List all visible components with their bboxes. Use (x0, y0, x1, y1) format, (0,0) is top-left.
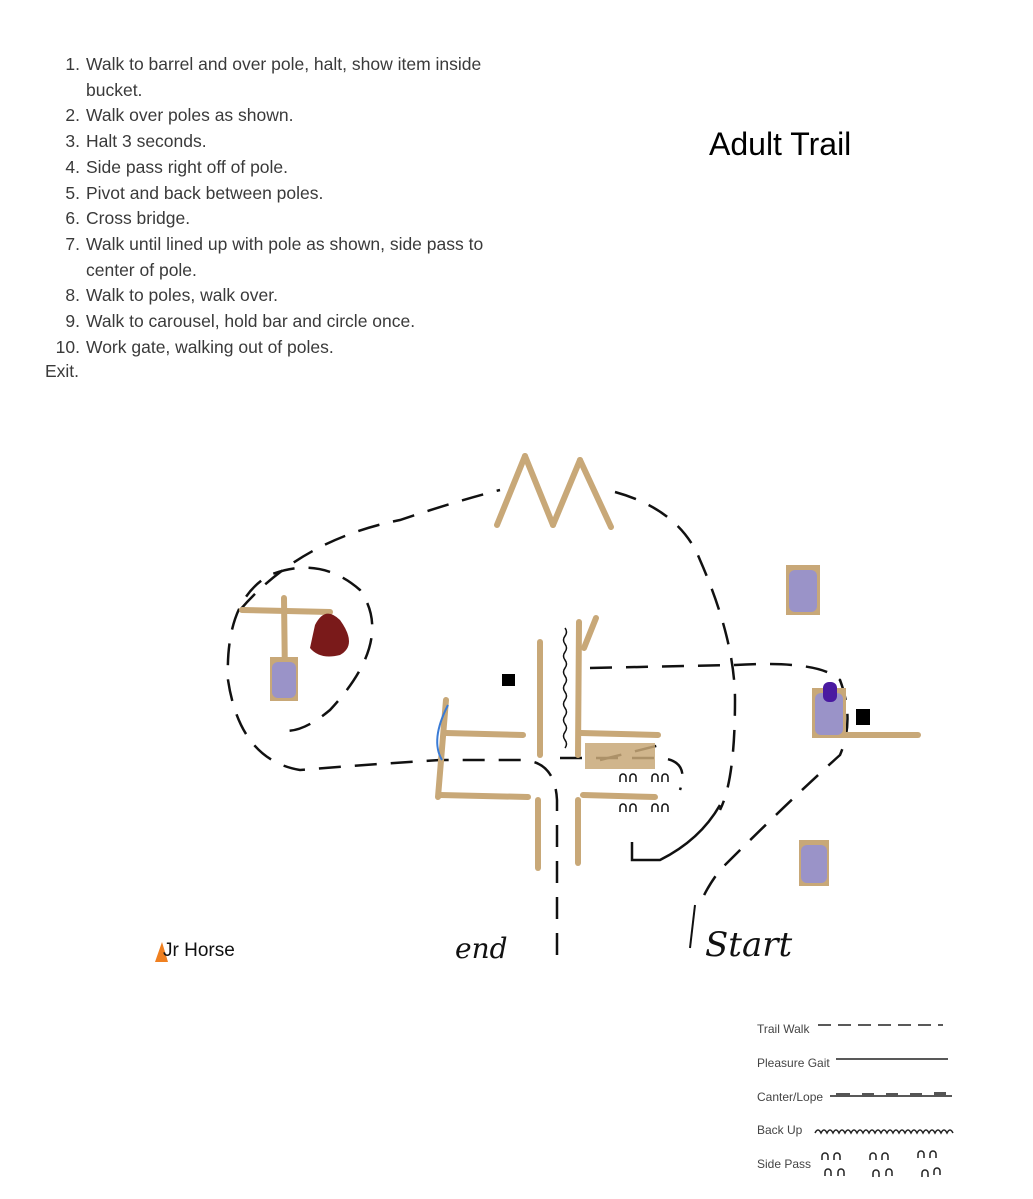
step-number: 2. (65, 105, 80, 126)
pole (435, 697, 449, 800)
step-number: 10. (55, 336, 80, 357)
step-item: 8. Walk to poles, walk over. (40, 283, 520, 309)
step-item: 2. Walk over poles as shown. (40, 103, 520, 129)
pole (437, 792, 531, 800)
legend-samples (814, 1024, 954, 1177)
jr-horse-label: Jr Horse (163, 940, 235, 961)
step-number: 3. (65, 131, 80, 152)
step-number: 5. (65, 182, 80, 203)
path-main-loop (226, 566, 559, 955)
step-item: 1. Walk to barrel and over pole, halt, sh… (40, 52, 520, 103)
step-text: Pivot and back between poles. (86, 182, 324, 203)
barrels (270, 565, 846, 886)
legend-label-pleasure-gait: Pleasure Gait (757, 1056, 830, 1070)
pole (580, 792, 658, 800)
step-item: 10. Work gate, walking out of poles. (40, 335, 520, 361)
step-item: 3. Halt 3 seconds. (40, 129, 520, 155)
path-right-loop (589, 662, 849, 906)
step-text: Walk to carousel, hold bar and circle on… (86, 311, 416, 332)
pole (522, 453, 556, 528)
step-number: 6. (65, 208, 80, 229)
legend-label-canter-lope: Canter/Lope (757, 1090, 824, 1104)
pole (577, 457, 614, 530)
cone-icon (155, 942, 168, 962)
step-text: Cross bridge. (86, 208, 191, 229)
bridge (585, 743, 655, 769)
step-text: Work gate, walking out of poles. (86, 336, 334, 357)
step-text: Walk over poles as shown. (86, 105, 294, 126)
pole (550, 457, 583, 528)
bucket-item-icon (310, 613, 349, 657)
step-number: 1. (65, 54, 80, 74)
legend-back-up (814, 1129, 954, 1135)
legend-label-trail-walk: Trail Walk (757, 1022, 810, 1036)
path-upper-arc (239, 488, 737, 811)
end-label: end (455, 932, 508, 965)
legend-label-side-pass: Side Pass (757, 1157, 812, 1171)
step-item: 4. Side pass right off of pole. (40, 155, 520, 181)
step-item: 6. Cross bridge. (40, 206, 520, 232)
rope (436, 704, 449, 761)
poles (239, 453, 921, 871)
step-text: Walk until lined up with pole as shown, … (86, 233, 484, 280)
path-bridge (560, 756, 684, 791)
pole (494, 453, 528, 528)
start-label: Start (705, 925, 792, 965)
step-item: 9. Walk to carousel, hold bar and circle … (40, 309, 520, 335)
step-number: 7. (65, 233, 80, 254)
pole (443, 730, 526, 738)
exit-text: Exit. (45, 361, 80, 381)
step-number: 9. (65, 311, 80, 332)
backup-wavy (562, 627, 568, 749)
page-title: Adult Trail (709, 126, 852, 162)
step-number: 8. (65, 285, 80, 306)
purple-item-icon (823, 682, 837, 702)
side-pass-marks (619, 773, 669, 812)
pole (578, 730, 661, 738)
gate-marker-icon (856, 709, 870, 725)
instructions-list: 1. Walk to barrel and over pole, halt, sh… (40, 52, 520, 360)
legend-label-back-up: Back Up (757, 1123, 803, 1137)
gate-marker-icon (502, 674, 515, 686)
legend-side-pass (821, 1150, 941, 1177)
step-text: Walk to barrel and over pole, halt, show… (86, 54, 482, 100)
step-text: Walk to poles, walk over. (86, 285, 278, 306)
step-number: 4. (65, 156, 80, 177)
step-text: Side pass right off of pole. (86, 156, 289, 177)
step-item: 5. Pivot and back between poles. (40, 181, 520, 207)
step-item: 7. Walk until lined up with pole as shown… (40, 232, 520, 283)
gate-pole (581, 615, 599, 651)
path-halt (630, 804, 722, 862)
step-text: Halt 3 seconds. (86, 131, 207, 152)
